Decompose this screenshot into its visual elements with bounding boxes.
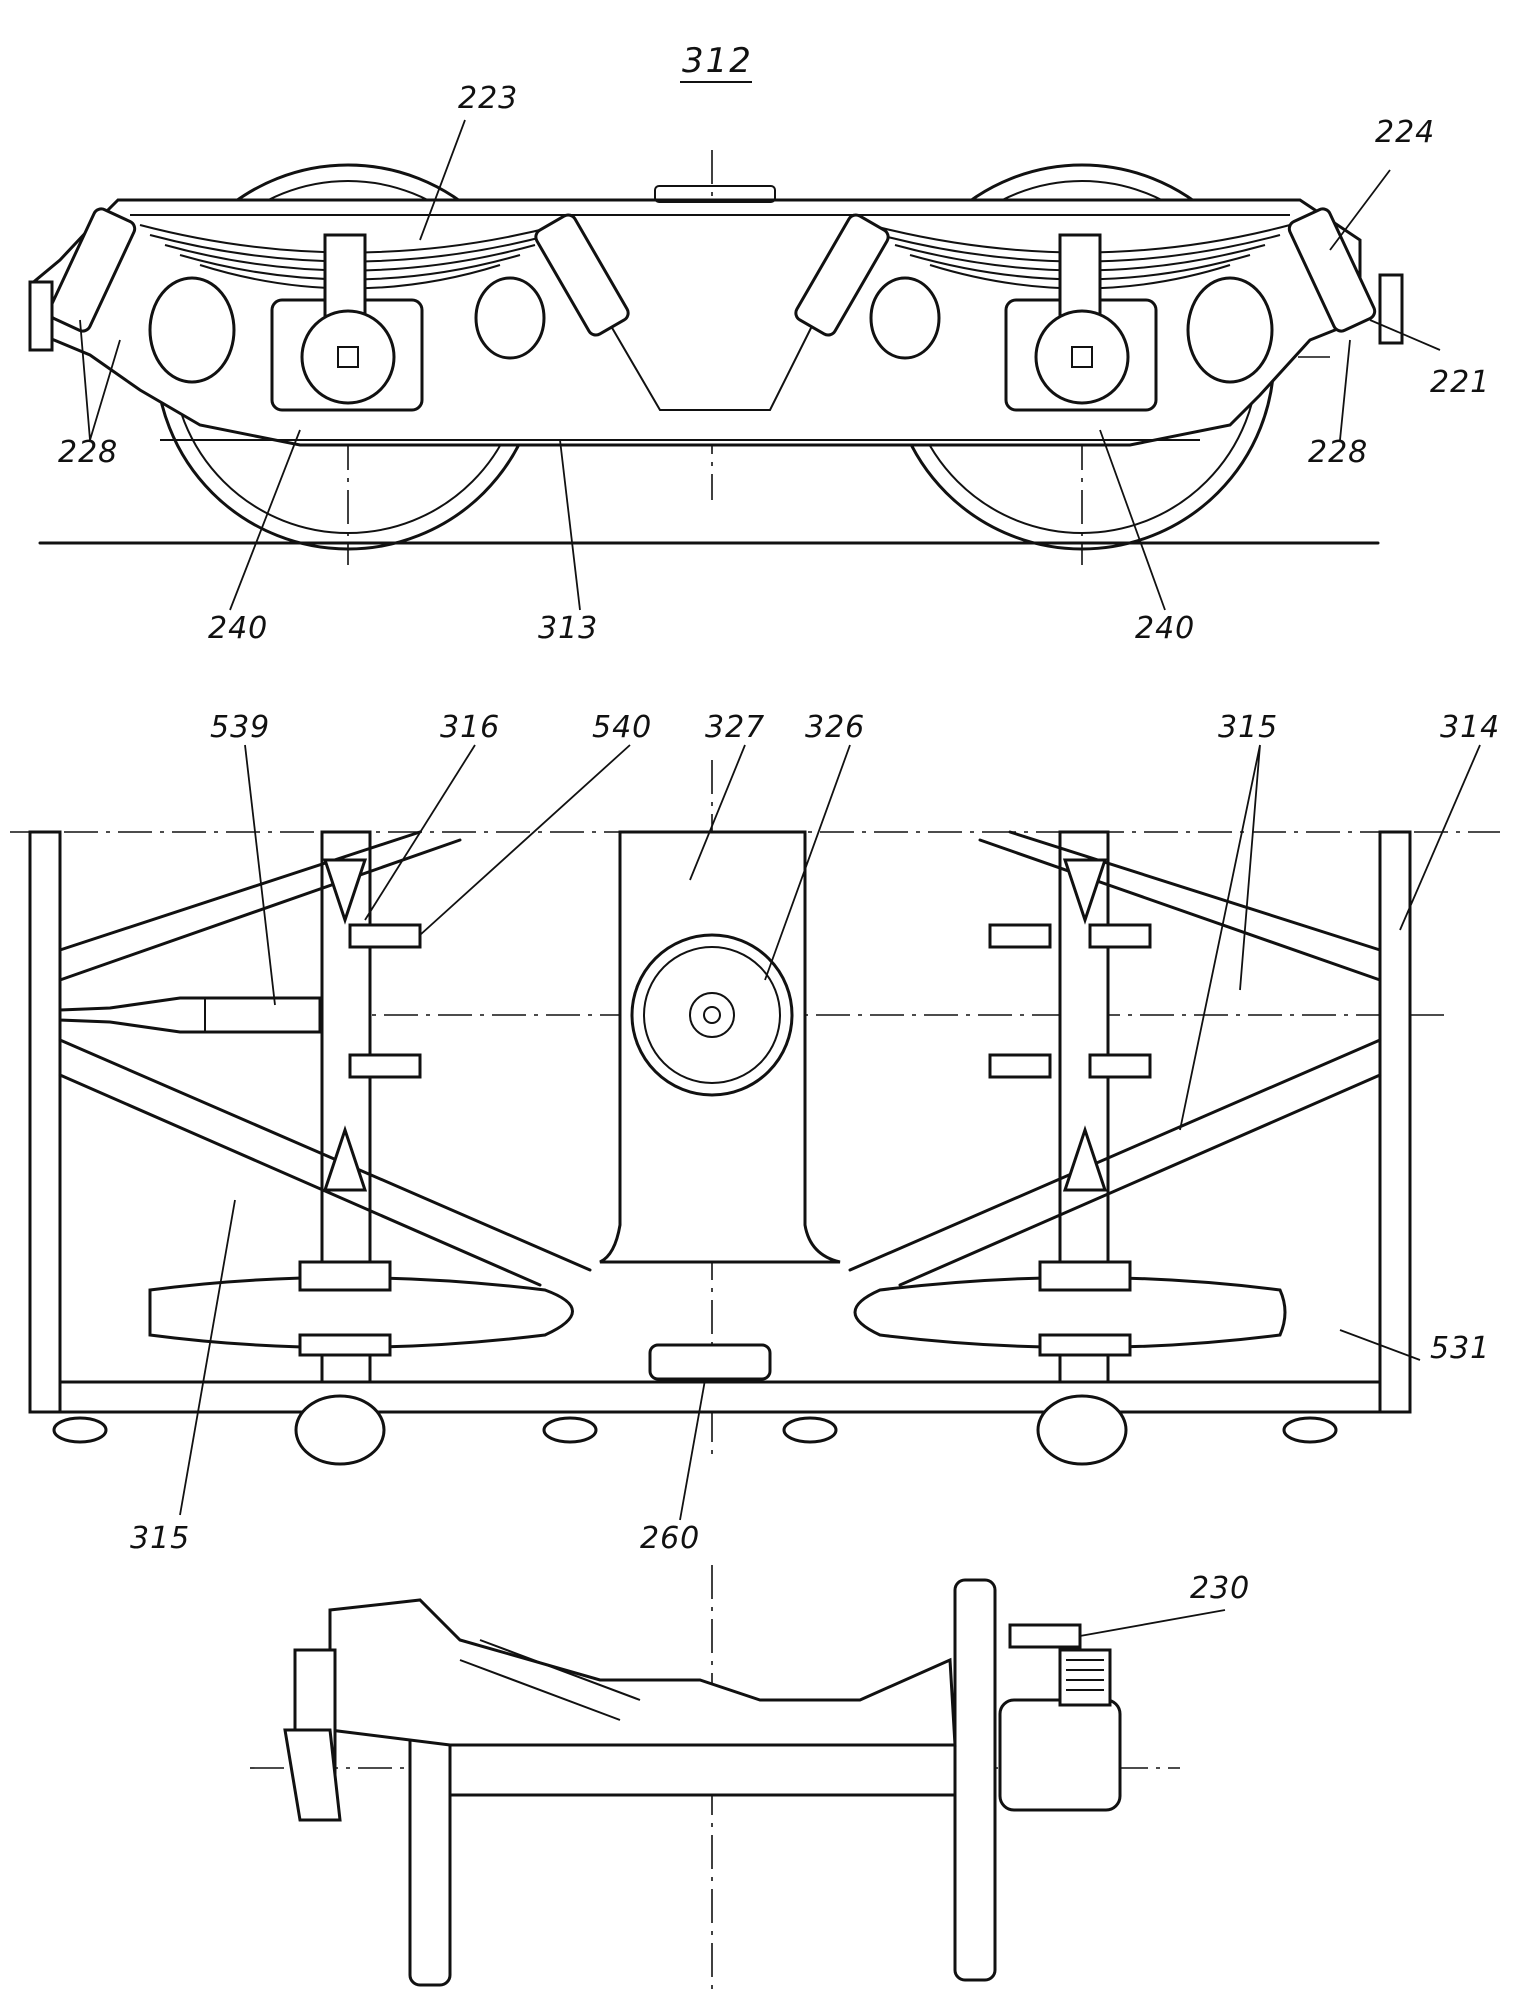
- frame-hole-4: [1186, 276, 1274, 384]
- end-housing-left: [283, 1728, 342, 1822]
- label-260: 260: [640, 1521, 700, 1556]
- end-frame: [328, 1598, 957, 1747]
- diagonal-brace-right-lower: [848, 1038, 1382, 1287]
- wheel-plan-right: [853, 1260, 1287, 1357]
- spring-hanger-left-inner: [534, 213, 630, 337]
- end-wheel-left: [408, 1723, 452, 1987]
- gusset-4: [1062, 1125, 1108, 1192]
- label-316: 316: [440, 710, 500, 745]
- grill-lines: [1066, 1659, 1104, 1691]
- label-315-left: 315: [130, 1521, 190, 1556]
- spring-hanger-right-outer: [1287, 207, 1377, 333]
- end-axle-box-right: [998, 1698, 1122, 1812]
- left-axle-box: [270, 233, 424, 412]
- label-221: 221: [1430, 365, 1490, 400]
- figure-number: 312: [682, 41, 753, 81]
- label-531: 531: [1430, 1331, 1490, 1366]
- center-link: [648, 1343, 772, 1381]
- diagonal-brace-left-lower: [58, 1038, 592, 1287]
- diagonal-brace-right-upper: [978, 830, 1382, 982]
- label-313: 313: [538, 611, 598, 646]
- label-224: 224: [1375, 115, 1435, 150]
- label-240-left: 240: [208, 611, 268, 646]
- label-228-right: 228: [1308, 435, 1368, 470]
- center-pivot: [630, 933, 794, 1097]
- brackets-right: [988, 923, 1152, 1079]
- label-540: 540: [592, 710, 652, 745]
- bolt-row: [52, 1394, 1338, 1466]
- gusset-1: [322, 858, 368, 925]
- gusset-3: [1062, 858, 1108, 925]
- end-wheel-right: [953, 1578, 997, 1982]
- lower-longitudinal: [58, 1380, 1382, 1414]
- label-230: 230: [1190, 1571, 1250, 1606]
- side-member-left: [28, 830, 62, 1414]
- end-grill-box: [1058, 1648, 1112, 1707]
- frame-hole-2: [474, 276, 546, 360]
- end-view: 230: [250, 1565, 1250, 1990]
- end-block-left: [28, 280, 54, 352]
- frame-hole-1: [148, 276, 236, 384]
- bolster-notch: [589, 289, 831, 411]
- brackets-left: [348, 923, 422, 1079]
- side-member-right: [1378, 830, 1412, 1414]
- label-327: 327: [705, 710, 765, 745]
- label-326: 326: [805, 710, 865, 745]
- frame-hole-3: [869, 276, 941, 360]
- label-223: 223: [458, 81, 518, 116]
- spring-hanger-left-outer: [47, 207, 137, 333]
- label-315-right: 315: [1218, 710, 1278, 745]
- spring-hanger-right-inner: [794, 213, 890, 337]
- end-axle: [448, 1743, 957, 1797]
- label-240-right: 240: [1135, 611, 1195, 646]
- label-314: 314: [1440, 710, 1500, 745]
- side-view: 223 224 221 228 228 240 240 313: [28, 81, 1490, 646]
- end-sensor-230: [1008, 1623, 1082, 1649]
- right-axle-box: [1004, 233, 1158, 412]
- plan-view: 539 316 540 327 326 315 314 531 315 260: [10, 710, 1500, 1556]
- center-plate: [654, 185, 776, 203]
- diagonal-brace-left-upper: [58, 830, 462, 982]
- wheel-plan-left: [148, 1260, 574, 1357]
- label-228-left: 228: [58, 435, 118, 470]
- cable-connector: [58, 996, 322, 1034]
- label-539: 539: [210, 710, 270, 745]
- figure-title: 312: [680, 41, 753, 83]
- gusset-2: [322, 1125, 368, 1192]
